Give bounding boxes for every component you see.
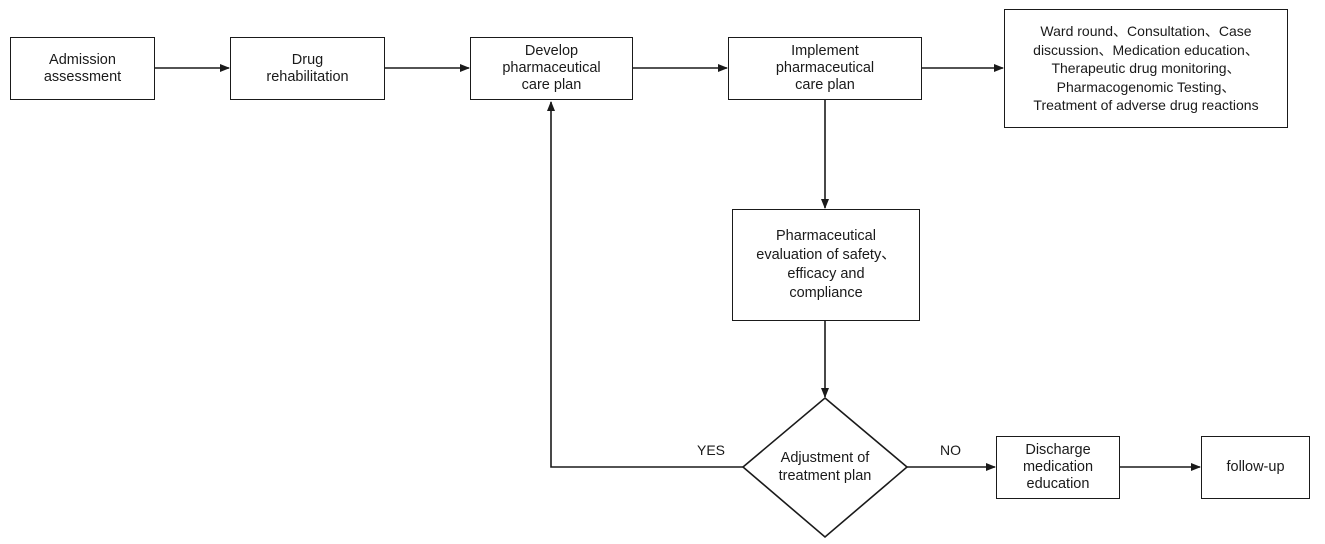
adjustment-diamond [741,396,909,539]
arrow-yes-loop-to-develop-plan [547,101,743,468]
follow-up-box: follow-up [1201,436,1310,499]
yes-edge-label: YES [697,442,726,458]
follow-up-label: follow-up [1226,459,1285,475]
no-edge-label: NO [940,442,961,458]
